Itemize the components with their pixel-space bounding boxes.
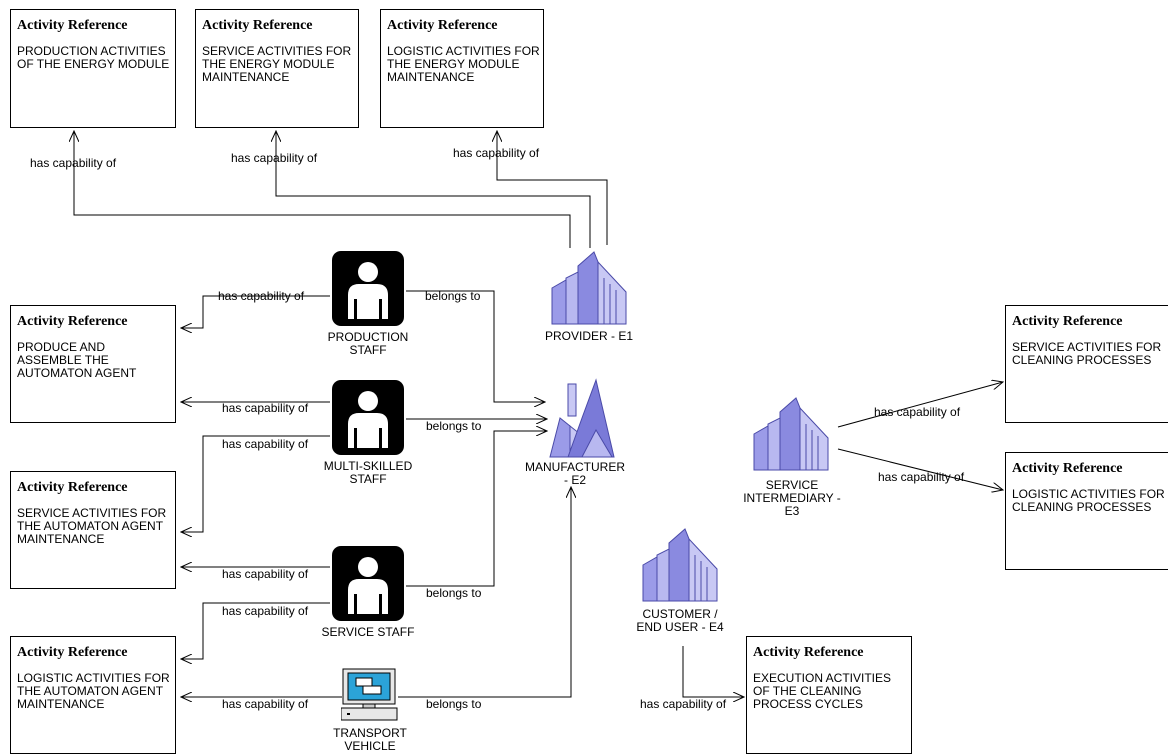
activity-text: LOGISTIC ACTIVITIES FOR CLEANING PROCESS…: [1012, 487, 1165, 514]
edge-label-has-capability: has capability of: [222, 401, 309, 415]
edge-label-has-capability: has capability of: [874, 405, 961, 419]
node-label-production-staff: PRODUCTION STAFF: [327, 330, 409, 357]
edge-multiskilled-to-service-automaton: [181, 435, 330, 532]
node-label-multi-skilled-staff: MULTI-SKILLED STAFF: [323, 459, 413, 486]
factory-icon[interactable]: [546, 378, 616, 458]
edge-label-has-capability: has capability of: [218, 289, 305, 303]
edge-label-has-capability: has capability of: [222, 437, 309, 451]
activity-box-execution-cleaning[interactable]: Activity Reference EXECUTION ACTIVITIES …: [746, 636, 912, 754]
edge-label-has-capability: has capability of: [878, 470, 965, 484]
edge-label-belongs-to: belongs to: [426, 697, 482, 711]
node-label-customer: CUSTOMER / END USER - E4: [636, 607, 724, 634]
building-icon[interactable]: [637, 527, 723, 602]
activity-title: Activity Reference: [387, 18, 498, 33]
edge-vehicle-to-manufacturer: [398, 487, 571, 698]
edge-label-has-capability: has capability of: [30, 156, 117, 170]
activity-text: SERVICE ACTIVITIES FOR THE AUTOMATON AGE…: [17, 506, 167, 546]
node-label-provider: PROVIDER - E1: [544, 329, 634, 343]
activity-box-logistic-energy[interactable]: Activity Reference LOGISTIC ACTIVITIES F…: [380, 9, 544, 128]
activity-title: Activity Reference: [17, 645, 128, 660]
activity-text: LOGISTIC ACTIVITIES FOR THE AUTOMATON AG…: [17, 671, 170, 711]
activity-text: PRODUCTION ACTIVITIES OF THE ENERGY MODU…: [17, 44, 170, 71]
activity-title: Activity Reference: [17, 480, 128, 495]
edge-provider-to-production-energy: [74, 131, 571, 248]
node-label-manufacturer: MANUFACTURER - E2: [524, 460, 625, 487]
edge-intermediary-to-logistic-cleaning: [837, 448, 1003, 490]
edge-provider-to-service-energy: [276, 131, 591, 248]
person-icon[interactable]: [332, 251, 404, 326]
node-label-transport-vehicle: TRANSPORT VEHICLE: [333, 726, 407, 753]
activity-title: Activity Reference: [753, 645, 864, 660]
activity-box-service-cleaning[interactable]: Activity Reference SERVICE ACTIVITIES FO…: [1005, 305, 1168, 423]
edge-label-has-capability: has capability of: [231, 151, 318, 165]
building-icon[interactable]: [748, 396, 834, 471]
activity-text: PRODUCE AND ASSEMBLE THE AUTOMATON AGENT: [17, 340, 137, 380]
node-label-service-staff: SERVICE STAFF: [321, 625, 415, 639]
edge-label-has-capability: has capability of: [453, 146, 540, 160]
person-icon[interactable]: [332, 546, 404, 621]
person-icon[interactable]: [332, 380, 404, 455]
edge-service-staff-to-manufacturer: [406, 431, 547, 587]
edge-provider-to-logistic-energy: [497, 131, 608, 245]
activity-box-service-automaton[interactable]: Activity Reference SERVICE ACTIVITIES FO…: [10, 471, 176, 589]
activity-text: EXECUTION ACTIVITIES OF THE CLEANING PRO…: [753, 671, 892, 711]
activity-title: Activity Reference: [1012, 461, 1123, 476]
activity-box-service-energy[interactable]: Activity Reference SERVICE ACTIVITIES FO…: [195, 9, 359, 128]
edge-label-has-capability: has capability of: [222, 567, 309, 581]
activity-text: SERVICE ACTIVITIES FOR THE ENERGY MODULE…: [202, 44, 352, 84]
edge-label-has-capability: has capability of: [222, 604, 309, 618]
activity-box-logistic-automaton[interactable]: Activity Reference LOGISTIC ACTIVITIES F…: [10, 636, 176, 754]
activity-box-produce-assemble[interactable]: Activity Reference PRODUCE AND ASSEMBLE …: [10, 305, 176, 423]
building-icon[interactable]: [546, 250, 632, 325]
edge-production-staff-to-produce: [181, 295, 330, 328]
edge-production-staff-to-manufacturer: [406, 290, 545, 402]
edge-label-belongs-to: belongs to: [426, 586, 482, 600]
activity-text: LOGISTIC ACTIVITIES FOR THE ENERGY MODUL…: [387, 44, 540, 84]
node-label-service-intermediary: SERVICE INTERMEDIARY - E3: [743, 478, 841, 518]
edge-label-belongs-to: belongs to: [425, 289, 481, 303]
activity-box-logistic-cleaning[interactable]: Activity Reference LOGISTIC ACTIVITIES F…: [1005, 452, 1168, 570]
computer-icon[interactable]: [341, 668, 399, 722]
activity-title: Activity Reference: [17, 314, 128, 329]
edge-label-has-capability: has capability of: [222, 697, 309, 711]
edge-service-staff-to-logistic-automaton: [181, 602, 330, 659]
activity-title: Activity Reference: [17, 18, 128, 33]
edge-label-has-capability: has capability of: [640, 697, 727, 711]
edge-label-belongs-to: belongs to: [426, 419, 482, 433]
activity-title: Activity Reference: [202, 18, 313, 33]
edge-customer-to-execution: [682, 646, 744, 697]
activity-box-production-energy[interactable]: Activity Reference PRODUCTION ACTIVITIES…: [10, 9, 176, 128]
activity-title: Activity Reference: [1012, 314, 1123, 329]
edge-intermediary-to-service-cleaning: [837, 382, 1003, 428]
activity-text: SERVICE ACTIVITIES FOR CLEANING PROCESSE…: [1012, 340, 1162, 367]
